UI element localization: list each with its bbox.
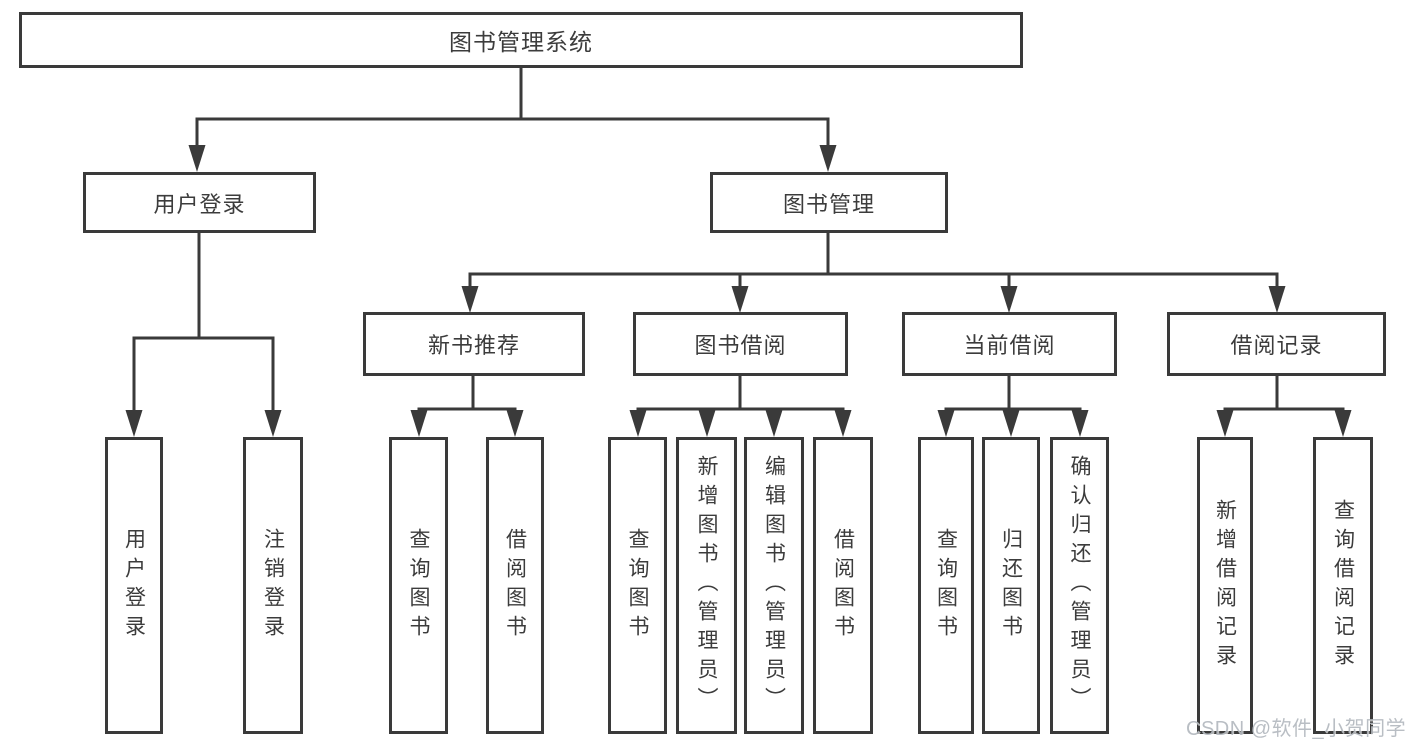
- leaf-current-return-books: 归还图书: [982, 437, 1040, 734]
- node-label: 查询借阅记录: [1331, 498, 1355, 673]
- node-label: 新增借阅记录: [1213, 498, 1237, 673]
- leaf-borrow-edit-books-admin: 编辑图书（管理员）: [744, 437, 804, 734]
- leaf-newbook-query-books: 查询图书: [389, 437, 448, 734]
- leaf-current-confirm-return-admin: 确认归还（管理员）: [1050, 437, 1109, 734]
- leaf-newbook-borrow-books: 借阅图书: [486, 437, 544, 734]
- leaf-user-login: 用户登录: [105, 437, 163, 734]
- node-book-borrow: 图书借阅: [633, 312, 848, 376]
- node-label: 图书管理: [782, 191, 875, 217]
- node-label: 查询图书: [934, 527, 958, 644]
- node-current-borrow: 当前借阅: [902, 312, 1117, 376]
- node-library-management-system: 图书管理系统: [19, 12, 1023, 68]
- node-label: 图书管理系统: [449, 29, 593, 55]
- node-label: 新增图书（管理员）: [695, 455, 719, 716]
- node-label: 新书推荐: [427, 333, 520, 358]
- arrowheads: [125, 145, 1352, 437]
- node-label: 用户登录: [153, 191, 246, 217]
- node-label: 归还图书: [999, 527, 1023, 644]
- csdn-watermark: CSDN @软件_小贺同学: [1186, 718, 1405, 740]
- leaf-logout: 注销登录: [243, 437, 303, 734]
- node-label: 当前借阅: [963, 333, 1056, 358]
- node-label: 图书借阅: [694, 333, 787, 358]
- leaf-borrow-query-books: 查询图书: [608, 437, 667, 734]
- leaf-current-query-books: 查询图书: [918, 437, 974, 734]
- node-label: 注销登录: [261, 527, 285, 644]
- node-label: 编辑图书（管理员）: [762, 455, 786, 716]
- leaf-borrow-borrow-books: 借阅图书: [813, 437, 873, 734]
- node-new-book-recommend: 新书推荐: [363, 312, 585, 376]
- node-label: 确认归还（管理员）: [1068, 455, 1092, 716]
- node-label: 借阅图书: [831, 527, 855, 644]
- node-label: 用户登录: [122, 527, 146, 644]
- leaf-borrow-add-books-admin: 新增图书（管理员）: [676, 437, 737, 734]
- node-label: 查询图书: [626, 527, 650, 644]
- node-user-login: 用户登录: [83, 172, 316, 233]
- node-label: 查询图书: [407, 527, 431, 644]
- node-book-management: 图书管理: [710, 172, 948, 233]
- leaf-records-add-record: 新增借阅记录: [1197, 437, 1253, 734]
- node-borrow-records: 借阅记录: [1167, 312, 1386, 376]
- node-label: 借阅图书: [503, 527, 527, 644]
- node-label: 借阅记录: [1230, 333, 1323, 358]
- leaf-records-query-record: 查询借阅记录: [1313, 437, 1373, 734]
